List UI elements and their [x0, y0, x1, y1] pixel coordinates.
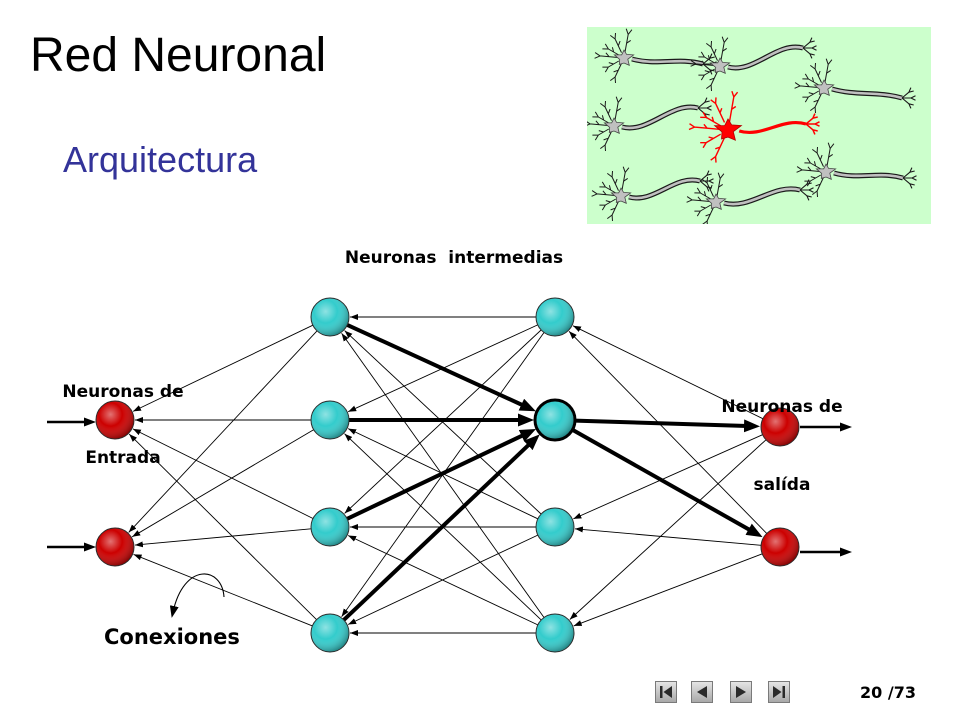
input-layer-label-line: Neuronas de [62, 382, 184, 402]
neuron-cell [686, 172, 814, 224]
first-page-icon [660, 686, 672, 698]
connection-line [573, 434, 763, 520]
output-layer-label-line: salída [753, 475, 811, 495]
neurons-illustration-drawing [587, 28, 917, 224]
strong-connection-line [574, 418, 760, 433]
neuron-cell [591, 166, 714, 222]
hidden-neuron [310, 297, 350, 337]
hidden-neuron [535, 613, 575, 653]
connection-line [569, 439, 767, 620]
output-layer-label-line: Neuronas de [721, 397, 843, 417]
connection-line [568, 330, 768, 534]
strong-connection-line [342, 434, 540, 622]
connection-line [132, 324, 314, 412]
hidden-neuron [310, 400, 350, 440]
strong-connection-line [571, 428, 763, 538]
neurons-illustration [587, 27, 931, 224]
output-neuron [760, 407, 800, 447]
neurons [95, 297, 800, 653]
output-layer-label: Neuronas de salída [707, 342, 857, 524]
last-page-icon [773, 686, 785, 698]
next-page-icon [736, 686, 746, 698]
hidden-neuron [535, 297, 575, 337]
input-layer-label-line: Entrada [85, 448, 161, 468]
connection-line [134, 528, 312, 548]
strong-connection-line [346, 429, 537, 521]
first-page-button[interactable] [655, 681, 677, 703]
section-subtitle: Arquitectura [63, 139, 258, 180]
neuron-cell [587, 96, 712, 152]
hidden-neuron [310, 507, 350, 547]
highlighted-neuron [533, 398, 577, 442]
neuron-cell [796, 142, 917, 198]
last-page-button[interactable] [768, 681, 790, 703]
next-page-button[interactable] [730, 681, 752, 703]
page-title: Red Neuronal [30, 29, 327, 82]
connection-line [131, 429, 314, 538]
connections [47, 314, 852, 636]
connection-line [573, 553, 763, 627]
input-neuron [95, 527, 135, 567]
output-neuron [760, 527, 800, 567]
connection-line [344, 330, 542, 515]
annotation-arrow [169, 573, 225, 618]
connection-line [132, 428, 314, 519]
connection-line [574, 526, 762, 546]
input-neuron [95, 400, 135, 440]
connection-line [347, 535, 538, 626]
connection-line [128, 330, 318, 533]
previous-page-icon [697, 686, 707, 698]
connection-line [128, 433, 317, 620]
connection-line [572, 325, 764, 420]
hidden-neuron [310, 613, 350, 653]
page-number: 20 /73 [860, 683, 916, 702]
strong-connection-line [346, 323, 536, 412]
neuron-cell [794, 58, 916, 114]
hidden-neuron [535, 507, 575, 547]
hidden-layer-label: Neuronas intermedias [344, 248, 564, 268]
neuron-cell [690, 36, 817, 92]
neuron-cell [594, 28, 717, 84]
active-neuron-cell [688, 90, 820, 163]
previous-page-button[interactable] [691, 681, 713, 703]
input-layer-label: Neuronas de Entrada [48, 337, 198, 491]
connections-label: Conexiones [104, 625, 240, 649]
